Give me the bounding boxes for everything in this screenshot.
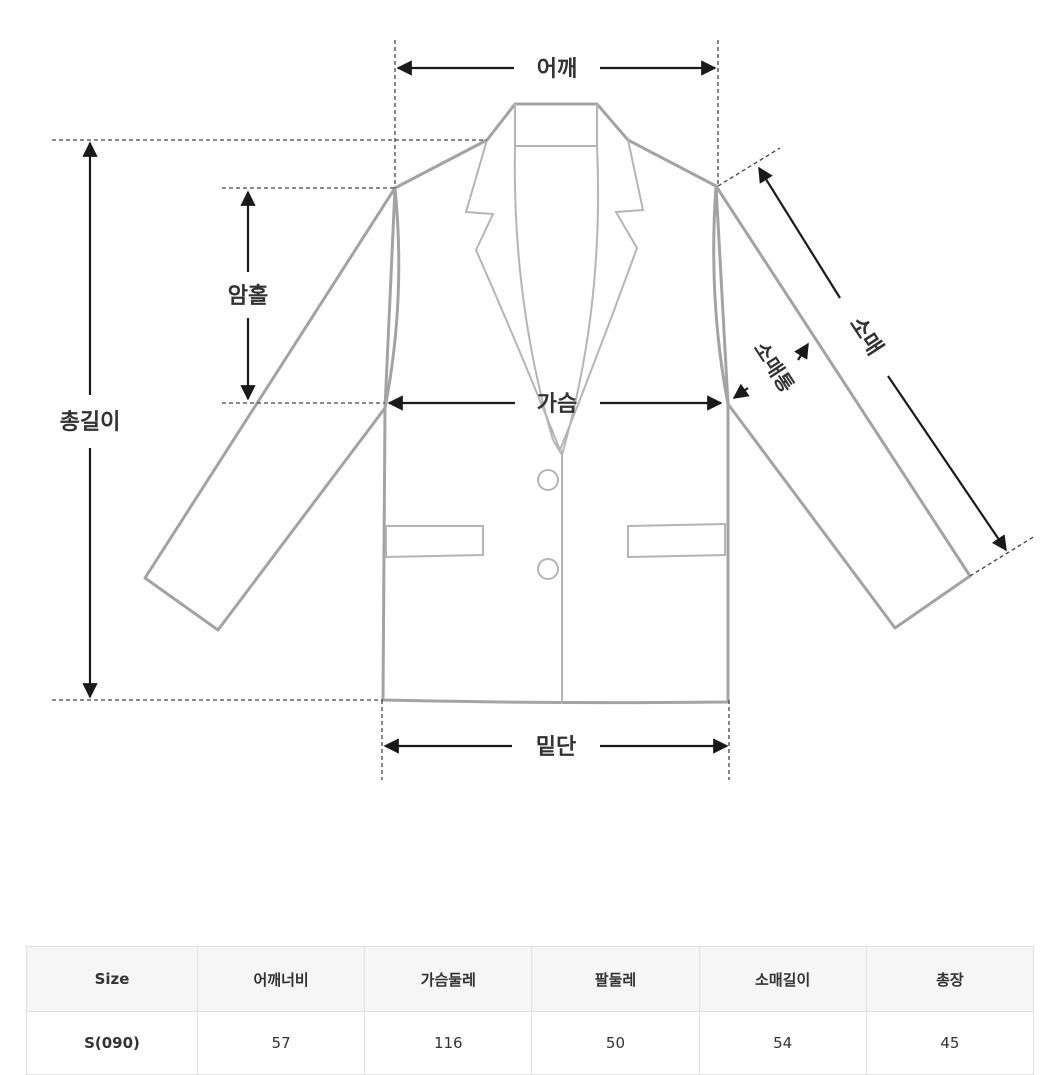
- size-table: Size 어깨너비 가슴둘레 팔둘레 소매길이 총장 S(090) 57 116…: [26, 946, 1035, 1075]
- collar-back: [514, 104, 598, 147]
- total-length-label: 총길이: [60, 410, 121, 435]
- cell-sleeve-length: 54: [698, 1011, 867, 1075]
- sleeve-label: 소매: [844, 312, 887, 360]
- sleeve-arrow-bottom: [887, 375, 1007, 552]
- right-sleeve: [714, 184, 972, 630]
- center-front-line: [552, 439, 567, 704]
- jacket-measurement-diagram: 어깨 총길이 암홀 가슴 밑단 소매 소매통: [52, 40, 1036, 780]
- header-total-length: 총장: [865, 946, 1035, 1012]
- hem-label: 밑단: [536, 735, 576, 760]
- cell-shoulder-width: 57: [196, 1011, 366, 1075]
- header-chest-circumference: 가슴둘레: [364, 946, 533, 1012]
- sleeve-arrow-top: [758, 166, 841, 299]
- sleeve-width-arrow-bottom: [732, 383, 750, 399]
- header-sleeve-length: 소매길이: [698, 946, 867, 1012]
- left-pocket: [385, 525, 484, 559]
- cell-arm-circumference: 50: [531, 1011, 700, 1075]
- table-header-row: Size 어깨너비 가슴둘레 팔둘레 소매길이 총장: [26, 946, 1035, 1012]
- button-top: [537, 469, 559, 491]
- jacket-body: [381, 102, 730, 705]
- guide-lines: [52, 40, 1036, 780]
- shoulder-label: 어깨: [537, 57, 577, 82]
- table-row: S(090) 57 116 50 54 45: [26, 1011, 1035, 1075]
- header-shoulder-width: 어깨너비: [196, 946, 366, 1012]
- neck-opening: [513, 145, 600, 441]
- header-size: Size: [26, 946, 198, 1012]
- right-pocket: [627, 522, 726, 559]
- armhole-label: 암홀: [228, 283, 268, 309]
- jacket-illustration: [143, 102, 972, 705]
- chest-label: 가슴: [537, 392, 577, 417]
- cell-total-length: 45: [865, 1011, 1035, 1075]
- header-arm-circumference: 팔둘레: [531, 946, 700, 1012]
- left-sleeve: [143, 186, 397, 632]
- button-bottom: [537, 558, 559, 580]
- sleeve-width-arrow-top: [794, 342, 809, 361]
- cell-chest-circumference: 116: [364, 1011, 533, 1075]
- cell-size: S(090): [26, 1011, 198, 1075]
